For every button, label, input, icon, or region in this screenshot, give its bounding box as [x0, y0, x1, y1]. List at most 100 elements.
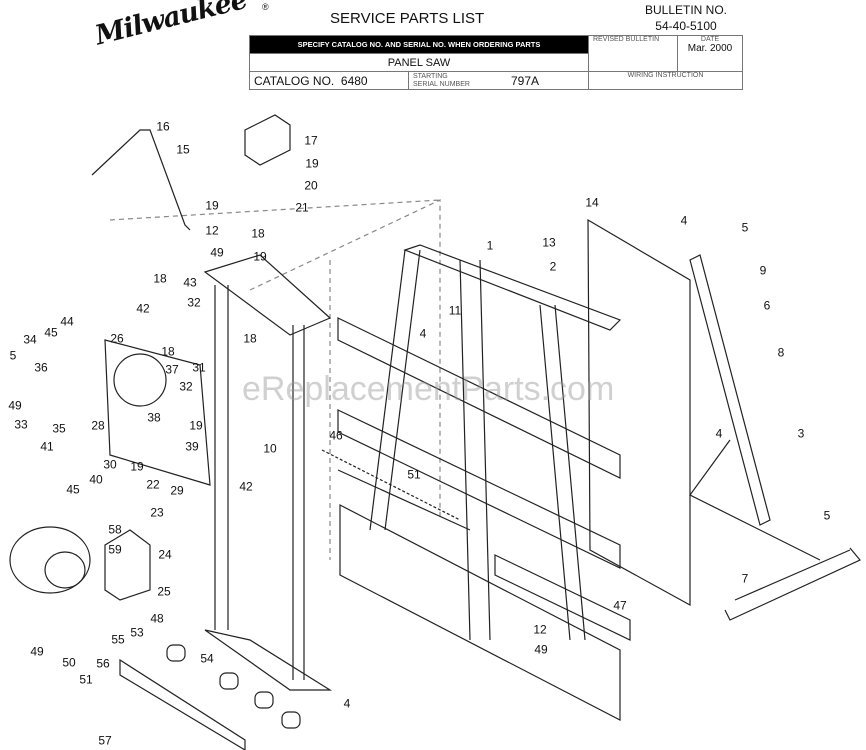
motor-plate-part-22 — [104, 339, 211, 486]
bulletin-number: BULLETIN NO. 54-40-5100 — [630, 2, 742, 34]
clamp-detail-circle — [113, 353, 167, 407]
part-callout-42: 42 — [239, 479, 253, 494]
part-callout-41: 41 — [40, 439, 54, 454]
date-cell: DATE Mar. 2000 — [677, 35, 743, 72]
part-callout-18: 18 — [153, 271, 167, 286]
registered-mark: ® — [262, 2, 269, 12]
motor-part-58 — [9, 526, 91, 594]
part-callout-5: 5 — [9, 348, 17, 363]
part-callout-47: 47 — [613, 598, 627, 613]
part-callout-54: 54 — [200, 651, 214, 666]
part-callout-33: 33 — [14, 417, 28, 432]
part-callout-4: 4 — [343, 696, 351, 711]
rail-part-47 — [494, 554, 631, 641]
part-callout-51: 51 — [407, 467, 421, 482]
rule-part-46 — [321, 449, 461, 521]
catalog-number: 6480 — [340, 73, 368, 88]
part-callout-49: 49 — [210, 245, 224, 260]
part-callout-43: 43 — [183, 275, 197, 290]
part-callout-5: 5 — [741, 220, 749, 235]
part-callout-1: 1 — [486, 238, 494, 253]
part-callout-29: 29 — [170, 483, 184, 498]
blade-guard-part-24 — [104, 529, 151, 601]
header-table: SPECIFY CATALOG NO. AND SERIAL NO. WHEN … — [249, 35, 743, 90]
part-callout-4: 4 — [680, 213, 688, 228]
part-callout-26: 26 — [110, 331, 124, 346]
lower-carriage — [339, 504, 621, 721]
part-callout-17: 17 — [304, 133, 318, 148]
frame-part-1 — [369, 244, 622, 641]
part-callout-8: 8 — [777, 345, 785, 360]
part-callout-23: 23 — [150, 505, 164, 520]
part-callout-16: 16 — [156, 119, 170, 134]
frame-rails — [337, 317, 621, 569]
part-callout-56: 56 — [96, 656, 110, 671]
part-callout-11: 11 — [448, 303, 462, 318]
part-callout-5: 5 — [823, 508, 831, 523]
bulletin-label: BULLETIN NO. — [644, 3, 728, 17]
part-callout-59: 59 — [108, 542, 122, 557]
wiring-instruction-label: WIRING INSTRUCTION — [588, 71, 743, 90]
part-callout-15: 15 — [176, 142, 190, 157]
part-callout-53: 53 — [130, 625, 144, 640]
part-callout-50: 50 — [62, 655, 76, 670]
switch-box-part-17 — [244, 114, 291, 166]
part-callout-45: 45 — [44, 325, 58, 340]
date-value: Mar. 2000 — [687, 43, 733, 54]
part-callout-36: 36 — [34, 360, 48, 375]
catalog-cell: CATALOG NO. 6480 — [249, 71, 409, 90]
part-callout-21: 21 — [295, 200, 309, 215]
assembly-guide-lines — [109, 199, 441, 560]
part-callout-18: 18 — [243, 331, 257, 346]
catalog-label: CATALOG NO. — [254, 73, 335, 88]
part-callout-13: 13 — [542, 235, 556, 250]
part-callout-19: 19 — [189, 418, 203, 433]
part-callout-4: 4 — [419, 326, 427, 341]
part-callout-24: 24 — [158, 547, 172, 562]
part-callout-19: 19 — [253, 249, 267, 264]
date-label: DATE — [700, 36, 720, 43]
stand-parts-3-7-8 — [689, 254, 861, 621]
part-callout-28: 28 — [91, 418, 105, 433]
part-callout-31: 31 — [192, 360, 206, 375]
part-callout-46: 46 — [329, 428, 343, 443]
product-name: PANEL SAW — [249, 53, 589, 72]
part-callout-38: 38 — [147, 410, 161, 425]
part-callout-6: 6 — [763, 298, 771, 313]
roller — [254, 691, 274, 709]
part-callout-2: 2 — [549, 259, 557, 274]
serial-number: 797A — [507, 71, 589, 90]
part-callout-37: 37 — [165, 362, 179, 377]
roller-part-48 — [166, 644, 186, 662]
part-callout-22: 22 — [146, 477, 160, 492]
part-callout-19: 19 — [130, 459, 144, 474]
part-callout-10: 10 — [263, 441, 277, 456]
part-callout-25: 25 — [157, 584, 171, 599]
top-bracket — [203, 254, 332, 336]
part-callout-7: 7 — [741, 571, 749, 586]
part-callout-32: 32 — [179, 379, 193, 394]
base-plate — [204, 629, 333, 691]
serial-label-line1: STARTING — [413, 72, 448, 80]
part-callout-49: 49 — [8, 398, 22, 413]
part-callout-3: 3 — [797, 426, 805, 441]
part-callout-49: 49 — [30, 644, 44, 659]
part-callout-12: 12 — [205, 223, 219, 238]
page-title: SERVICE PARTS LIST — [330, 10, 485, 27]
part-callout-49: 49 — [534, 642, 548, 657]
part-callout-34: 34 — [23, 332, 37, 347]
bulletin-value: 54-40-5100 — [655, 19, 717, 33]
part-callout-14: 14 — [585, 195, 599, 210]
bar-part-55 — [119, 658, 246, 750]
part-callout-12: 12 — [533, 622, 547, 637]
part-callout-51: 51 — [79, 672, 93, 687]
part-callout-39: 39 — [185, 439, 199, 454]
part-callout-19: 19 — [305, 156, 319, 171]
motor-end-cap — [44, 551, 86, 589]
vertical-posts — [214, 285, 305, 680]
part-callout-48: 48 — [150, 611, 164, 626]
roller — [281, 711, 301, 729]
